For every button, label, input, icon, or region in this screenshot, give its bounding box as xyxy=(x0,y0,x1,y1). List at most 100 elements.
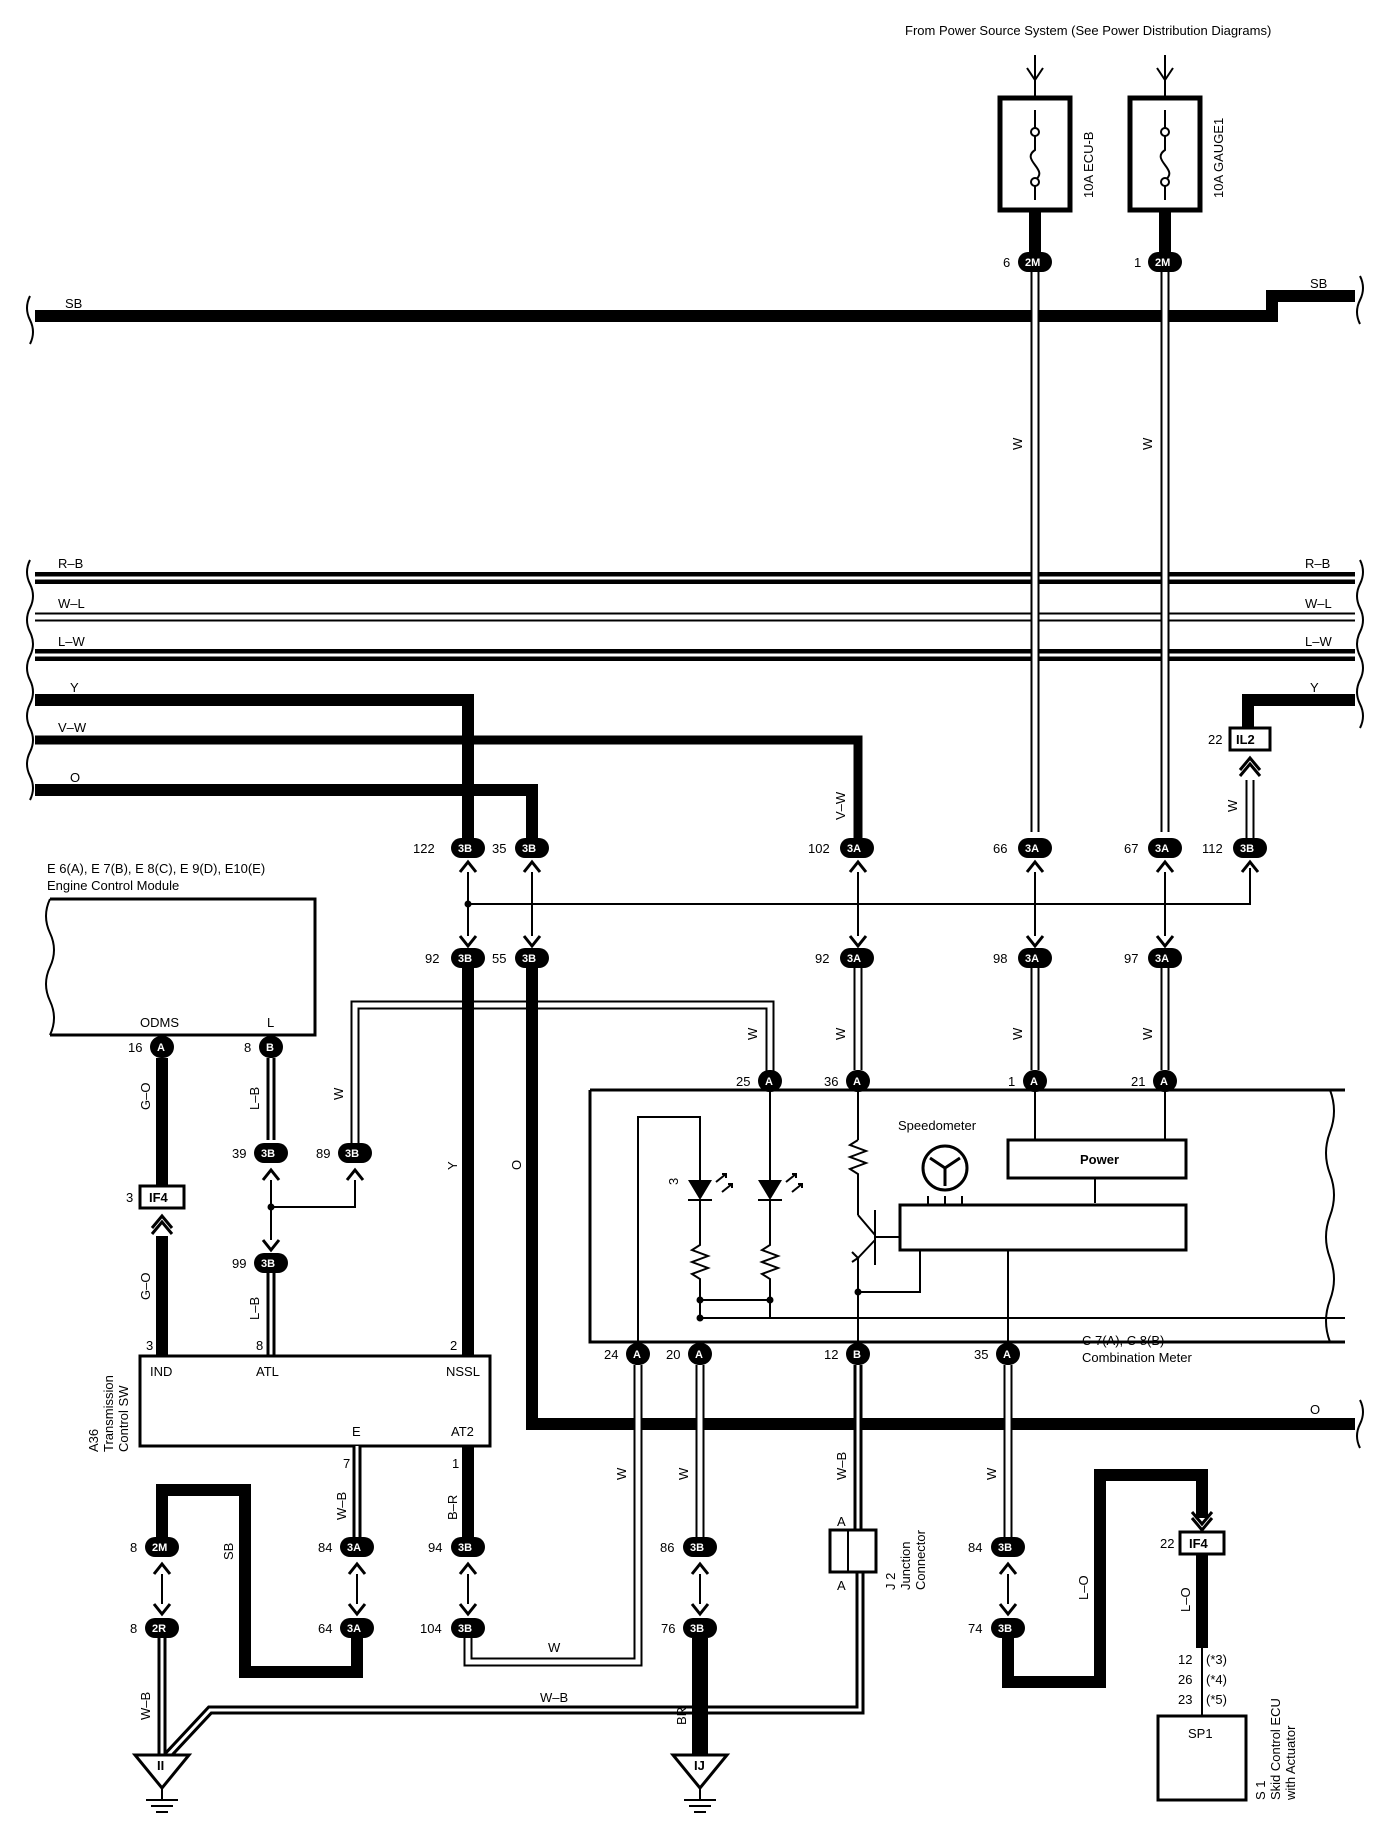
wire-label-w-104: W xyxy=(548,1640,561,1655)
svg-text:B: B xyxy=(266,1042,274,1054)
svg-text:104: 104 xyxy=(420,1621,442,1636)
svg-text:3B: 3B xyxy=(522,843,536,855)
fuse-gauge1: 10A GAUGE1 xyxy=(1127,55,1226,213)
bus-label-o-left: O xyxy=(70,770,80,785)
tcsw-pin-2: 2 xyxy=(450,1338,457,1353)
wire-label-w-2: W xyxy=(1140,437,1155,450)
ground-ij: IJ xyxy=(669,1753,731,1813)
svg-text:2M: 2M xyxy=(152,1542,167,1554)
svg-text:A: A xyxy=(633,1349,641,1361)
connector-2m-8: 2M 8 xyxy=(130,1537,179,1557)
svg-text:35: 35 xyxy=(492,841,506,856)
svg-text:A: A xyxy=(157,1042,165,1054)
skid-ecu-ref: S 1 xyxy=(1253,1780,1268,1800)
svg-text:3B: 3B xyxy=(261,1258,275,1270)
connector-3b-39: 3B 39 xyxy=(232,1143,288,1163)
svg-text:25: 25 xyxy=(736,1074,750,1089)
connector-il2: IL2 22 xyxy=(1208,726,1272,777)
bus-label-sb-left: SB xyxy=(65,296,82,311)
svg-text:A: A xyxy=(1030,1076,1038,1088)
bus-label-rb-left: R–B xyxy=(58,556,83,571)
connector-if4-22: IF4 22 xyxy=(1160,1530,1226,1556)
skid-pin-12-note: (*3) xyxy=(1206,1652,1227,1667)
svg-text:102: 102 xyxy=(808,841,830,856)
svg-text:94: 94 xyxy=(428,1540,442,1555)
svg-text:2M: 2M xyxy=(1155,257,1170,269)
svg-text:3A: 3A xyxy=(347,1542,361,1554)
bus-label-sb-right: SB xyxy=(1310,276,1327,291)
svg-text:A: A xyxy=(1160,1076,1168,1088)
svg-text:1: 1 xyxy=(1134,255,1141,270)
svg-text:IF4: IF4 xyxy=(1189,1536,1209,1551)
svg-text:8: 8 xyxy=(130,1621,137,1636)
wire-label-o-h: O xyxy=(1310,1402,1320,1417)
skid-pin-26-note: (*4) xyxy=(1206,1672,1227,1687)
wire-label-lb-2: L–B xyxy=(247,1297,262,1320)
indicator-led-1 xyxy=(688,1173,733,1201)
connector-3b-76: 3B 76 xyxy=(661,1618,717,1638)
connector-3b-35: 3B 35 xyxy=(492,838,549,858)
meter-ref: C 7(A), C 8(B) xyxy=(1082,1333,1164,1348)
svg-text:2R: 2R xyxy=(152,1623,166,1635)
connector-3b-122: 3B 122 xyxy=(413,838,485,858)
connector-3b-89: 3B 89 xyxy=(316,1143,372,1163)
svg-text:3B: 3B xyxy=(690,1623,704,1635)
tcsw-name2: Control SW xyxy=(116,1385,131,1452)
wire-label-w-1: W xyxy=(1010,437,1025,450)
svg-text:64: 64 xyxy=(318,1621,332,1636)
svg-text:3A: 3A xyxy=(1025,843,1039,855)
meter-pin-20: A 20 xyxy=(666,1343,712,1365)
svg-text:89: 89 xyxy=(316,1146,330,1161)
svg-text:8: 8 xyxy=(244,1040,251,1055)
connector-2m-pin1: 2M 1 xyxy=(1134,252,1182,272)
skid-pin-23-note: (*5) xyxy=(1206,1692,1227,1707)
svg-text:24: 24 xyxy=(604,1347,618,1362)
svg-text:97: 97 xyxy=(1124,951,1138,966)
wire-label-wb-12: W–B xyxy=(834,1452,849,1480)
speedometer-label: Speedometer xyxy=(898,1118,977,1133)
svg-text:16: 16 xyxy=(128,1040,142,1055)
svg-text:3A: 3A xyxy=(847,953,861,965)
connector-3b-92: 3B 92 xyxy=(425,948,485,968)
connector-3a-67: 3A 67 xyxy=(1124,838,1182,858)
connector-3a-84: 3A 84 xyxy=(318,1537,374,1557)
meter-logic-box xyxy=(898,1203,1188,1252)
bus-break-marks-left xyxy=(26,295,34,801)
tcsw-name1: Transmission xyxy=(101,1375,116,1452)
svg-text:36: 36 xyxy=(824,1074,838,1089)
bus-label-lw-right: L–W xyxy=(1305,634,1332,649)
svg-text:67: 67 xyxy=(1124,841,1138,856)
svg-text:92: 92 xyxy=(425,951,439,966)
wire-label-lo-2: L–O xyxy=(1178,1587,1193,1612)
svg-text:3B: 3B xyxy=(458,1542,472,1554)
svg-text:92: 92 xyxy=(815,951,829,966)
wire-label-w-il2: W xyxy=(1225,799,1240,812)
tcsw-ind: IND xyxy=(150,1364,172,1379)
connector-3b-94: 3B 94 xyxy=(428,1537,485,1557)
svg-text:A: A xyxy=(853,1076,861,1088)
svg-text:A: A xyxy=(695,1349,703,1361)
svg-text:3A: 3A xyxy=(347,1623,361,1635)
svg-text:3A: 3A xyxy=(847,843,861,855)
wire-label-sb-loop: SB xyxy=(221,1543,236,1560)
fuse-ecu-b-label: 10A ECU-B xyxy=(1081,132,1096,198)
tcsw-pin-7: 7 xyxy=(343,1456,350,1471)
svg-text:12: 12 xyxy=(824,1347,838,1362)
power-label: Power xyxy=(1080,1152,1119,1167)
svg-text:3B: 3B xyxy=(345,1148,359,1160)
svg-text:22: 22 xyxy=(1208,732,1222,747)
svg-text:3B: 3B xyxy=(998,1542,1012,1554)
connector-3b-104: 3B 104 xyxy=(420,1618,485,1638)
svg-text:3B: 3B xyxy=(458,843,472,855)
power-source-note: From Power Source System (See Power Dist… xyxy=(905,23,1271,38)
svg-text:A: A xyxy=(1003,1349,1011,1361)
wire-label-w-21: W xyxy=(1140,1027,1155,1040)
connector-3b-86: 3B 86 xyxy=(660,1537,717,1557)
bus-break-marks-right xyxy=(1356,275,1364,1449)
svg-text:35: 35 xyxy=(974,1347,988,1362)
svg-text:86: 86 xyxy=(660,1540,674,1555)
svg-text:IL2: IL2 xyxy=(1236,732,1255,747)
connector-2r-8: 2R 8 xyxy=(130,1618,179,1638)
svg-text:II: II xyxy=(157,1758,164,1773)
